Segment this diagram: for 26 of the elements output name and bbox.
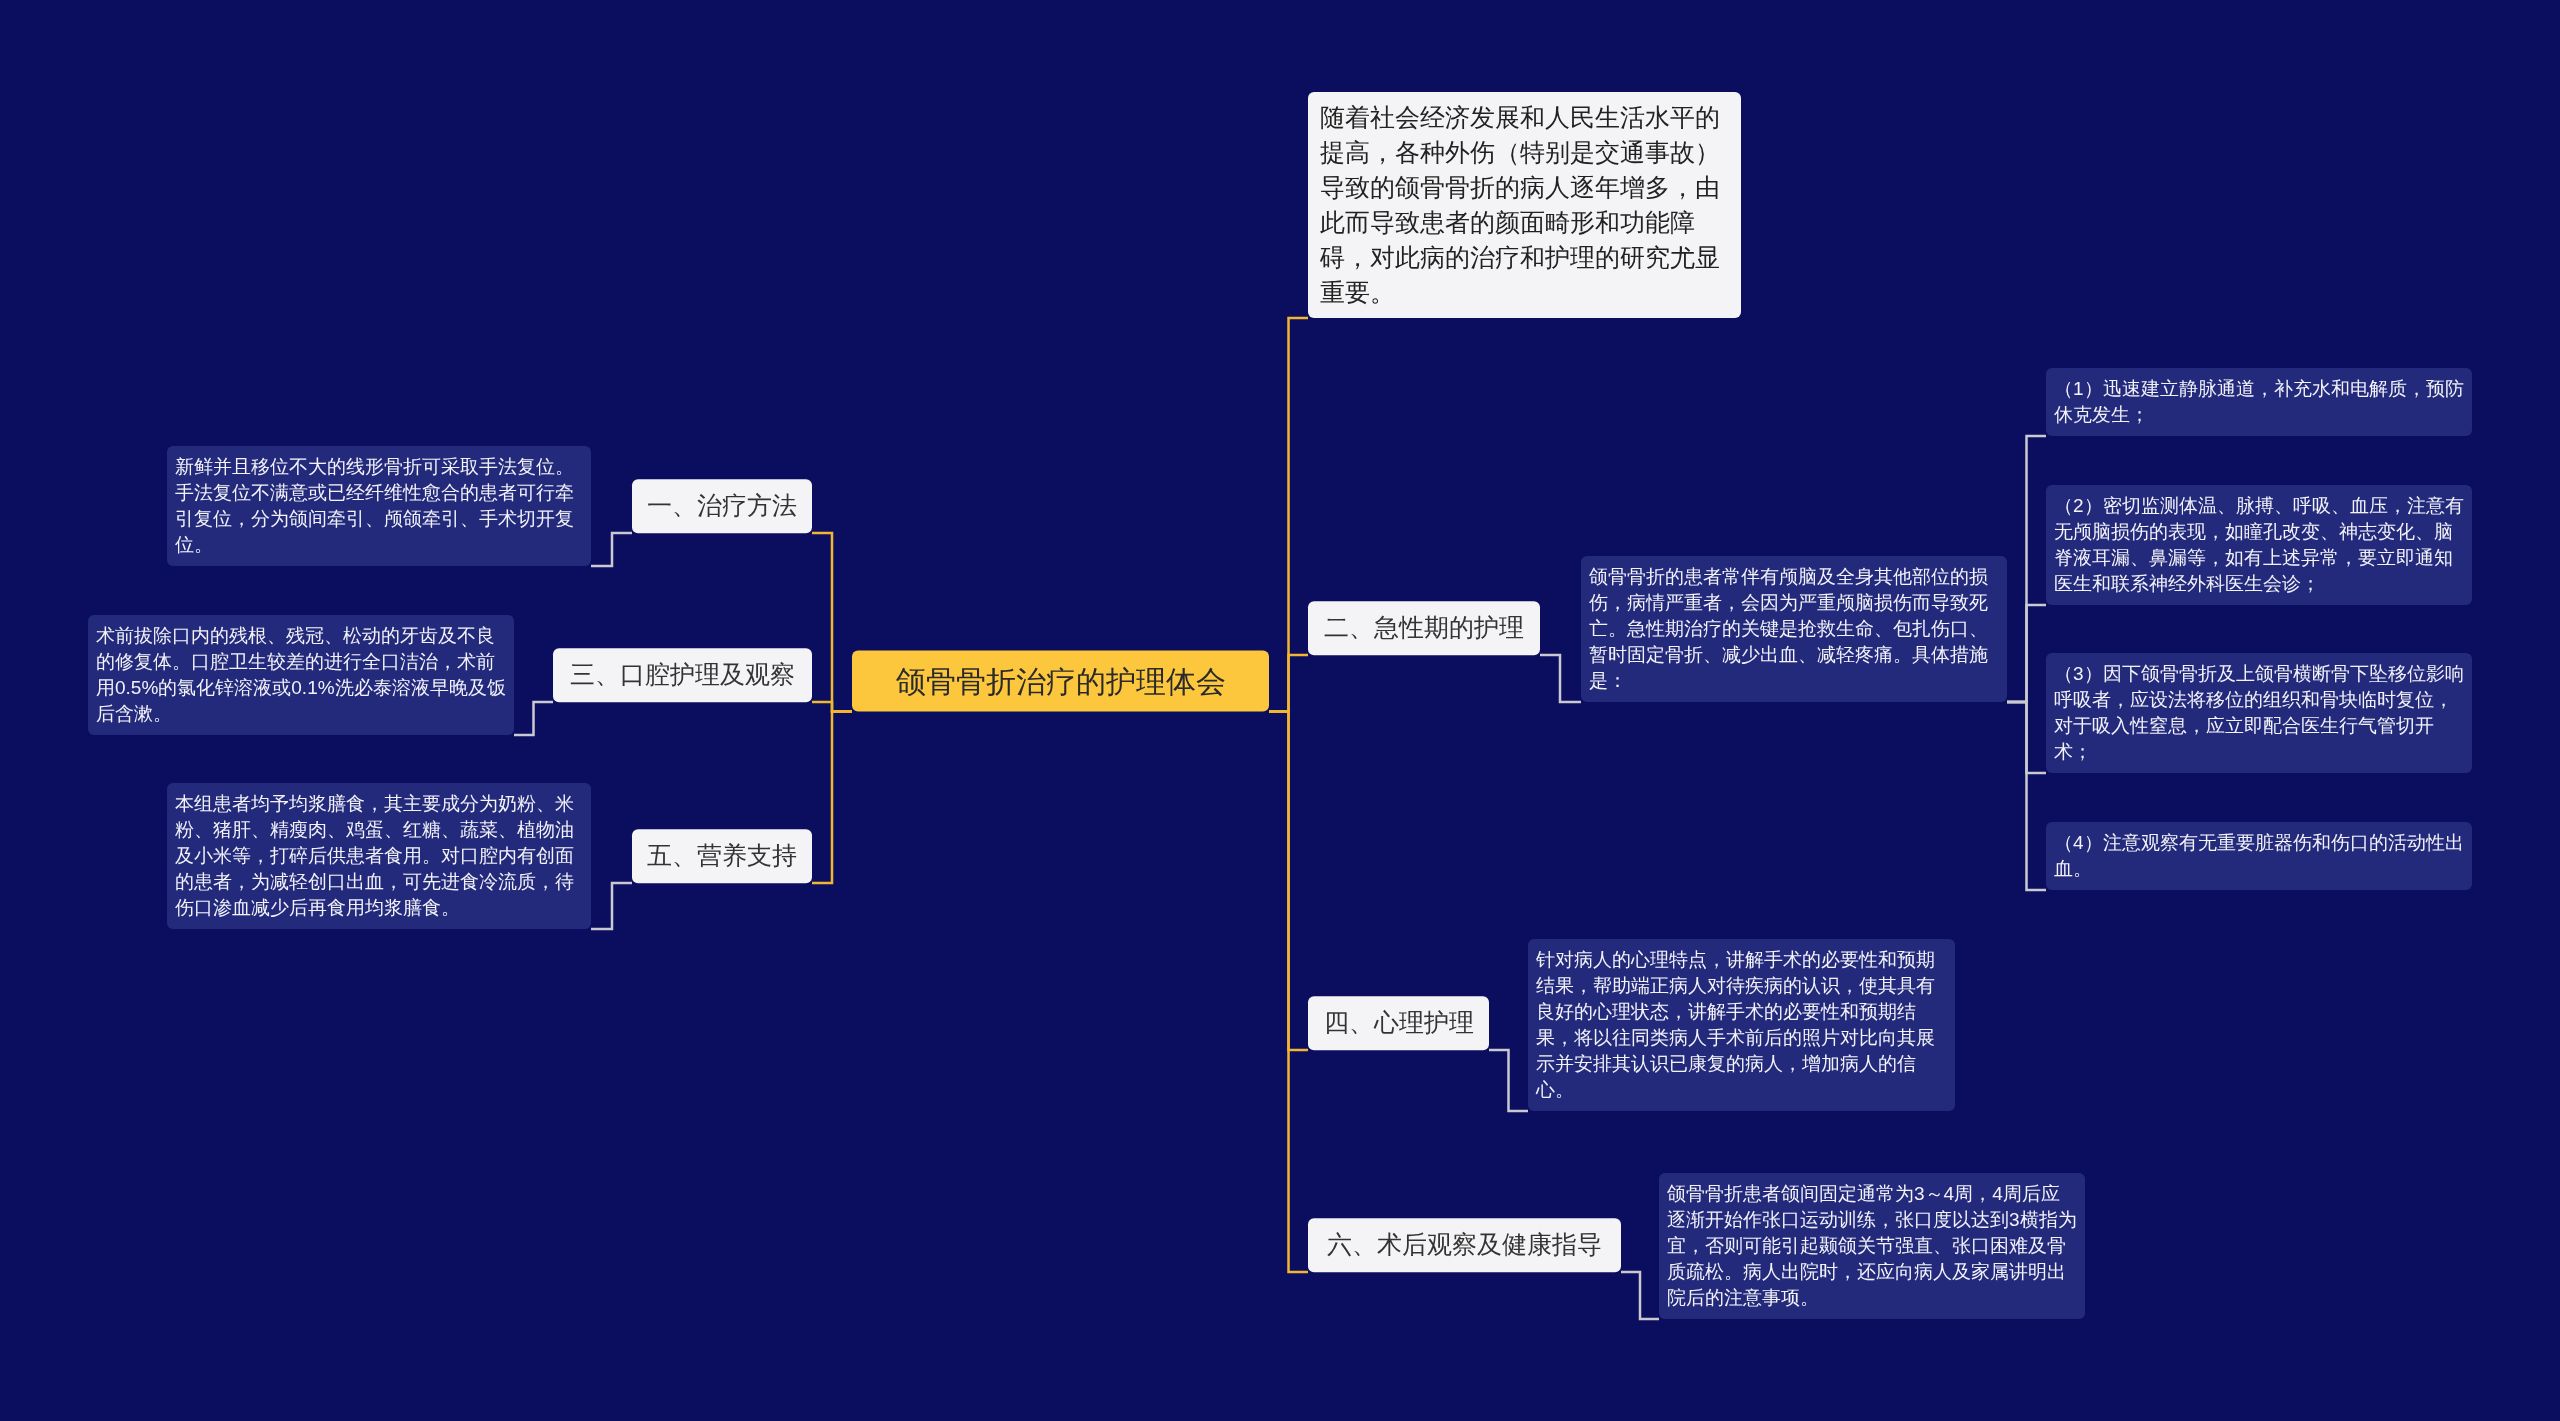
topic-box: 颌骨骨折治疗的护理体会 (852, 650, 1269, 712)
note-card: 本组患者均予均浆膳食，其主要成分为奶粉、米粉、猪肝、精瘦肉、鸡蛋、红糖、蔬菜、植物油及小米等，打碎后供患者食用。对口腔内有创面的患者，为减轻创口出血，可先进食冷流质，待伤口渗血减少后再食用均浆膳食。 (167, 783, 591, 929)
branch-box: 二、急性期的护理 (1308, 601, 1540, 655)
note-card: 新鲜并且移位不大的线形骨折可采取手法复位。手法复位不满意或已经纤维性愈合的患者可行牵引复位，分为颌间牵引、颅颌牵引、手术切开复位。 (167, 446, 591, 566)
branch-box: 六、术后观察及健康指导 (1308, 1218, 1621, 1272)
branch-box: 四、心理护理 (1308, 996, 1489, 1050)
note-card: （2）密切监测体温、脉搏、呼吸、血压，注意有无颅脑损伤的表现，如瞳孔改变、神志变化、脑脊液耳漏、鼻漏等，如有上述异常，要立即通知医生和联系神经外科医生会诊； (2046, 485, 2472, 605)
connector-line (514, 700, 553, 737)
connector-line (2007, 700, 2046, 892)
connector-line (1621, 1270, 1659, 1321)
connector-line (591, 531, 632, 568)
connector-line (812, 710, 852, 885)
connector-line (1540, 653, 1581, 704)
note-card: （1）迅速建立静脉通道，补充水和电解质，预防休克发生； (2046, 368, 2472, 436)
branch-box: 三、口腔护理及观察 (553, 648, 812, 702)
branch-box: 五、营养支持 (632, 829, 812, 883)
note-card: 颌骨骨折的患者常伴有颅脑及全身其他部位的损伤，病情严重者，会因为严重颅脑损伤而导致死亡。急性期治疗的关键是抢救生命、包扎伤口、暂时固定骨折、减少出血、减轻疼痛。具体措施是： (1581, 556, 2007, 702)
note-card: 随着社会经济发展和人民生活水平的提高，各种外伤（特别是交通事故）导致的颌骨骨折的病人逐年增多，由此而导致患者的颜面畸形和功能障碍，对此病的治疗和护理的研究尤显重要。 (1308, 92, 1741, 318)
branch-box: 一、治疗方法 (632, 479, 812, 533)
connector-line (1489, 1048, 1528, 1113)
note-card: 颌骨骨折患者颌间固定通常为3～4周，4周后应逐渐开始作张口运动训练，张口度以达到3横指为宜，否则可能引起颞颌关节强直、张口困难及骨质疏松。病人出院时，还应向病人及家属讲明出院后的注意事项。 (1659, 1173, 2085, 1319)
note-card: 术前拔除口内的残根、残冠、松动的牙齿及不良的修复体。口腔卫生较差的进行全口洁治，术前用0.5%的氯化锌溶液或0.1%洗必泰溶液早晚及饭后含漱。 (88, 615, 514, 735)
note-card: （4）注意观察有无重要脏器伤和伤口的活动性出血。 (2046, 822, 2472, 890)
note-card: （3）因下颌骨骨折及上颌骨横断骨下坠移位影响呼吸者，应设法将移位的组织和骨块临时复位，对于吸入性窒息，应立即配合医生行气管切开术； (2046, 653, 2472, 773)
note-card: 针对病人的心理特点，讲解手术的必要性和预期结果，帮助端正病人对待疾病的认识，使其具有良好的心理状态，讲解手术的必要性和预期结果，将以往同类病人手术前后的照片对比向其展示并安排其认识已康复的病人，增加病人的信心。 (1528, 939, 1955, 1111)
connector-line (591, 881, 632, 931)
